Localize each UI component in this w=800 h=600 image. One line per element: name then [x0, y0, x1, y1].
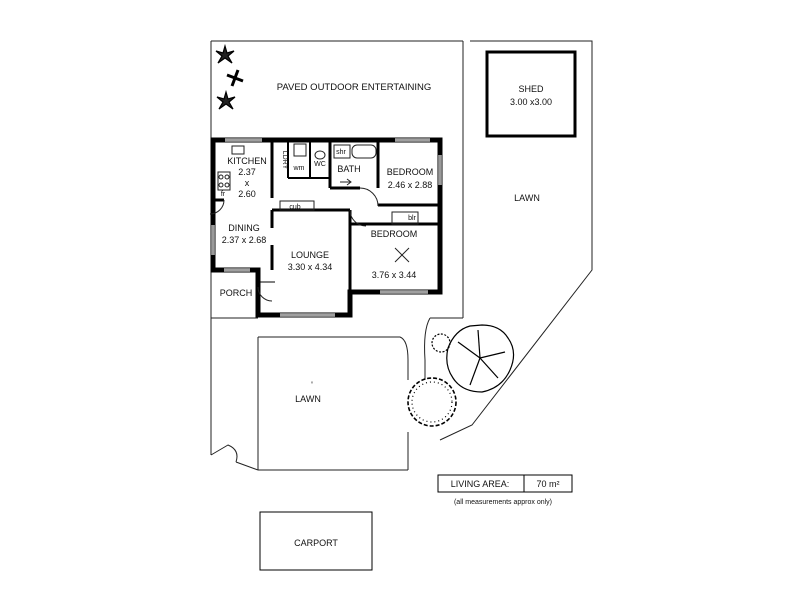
bath-label: BATH	[337, 164, 360, 174]
house	[209, 137, 443, 318]
lawn-tick: '	[311, 380, 313, 390]
bedroom2-dimensions: 3.76 x 3.44	[372, 270, 417, 280]
kitchen-label: KITCHEN	[227, 156, 267, 166]
lounge-dimensions: 3.30 x 4.34	[288, 262, 333, 272]
shed: SHED 3.00 x3.00	[485, 50, 577, 138]
dining-label: DINING	[228, 223, 260, 233]
paved-area-label: PAVED OUTDOOR ENTERTAINING	[277, 82, 431, 93]
tree-icon	[407, 377, 457, 427]
shed-label: SHED	[518, 84, 544, 94]
bedroom1-label: BEDROOM	[387, 167, 434, 177]
shed-dimensions: 3.00 x3.00	[510, 97, 552, 107]
measurement-note: (all measurements approx only)	[454, 499, 552, 506]
plant-icons	[215, 43, 244, 110]
carport-label: CARPORT	[294, 538, 338, 548]
robe-label: blr	[408, 215, 416, 222]
washing-machine-label: wm	[293, 165, 305, 172]
bedroom2-label: BEDROOM	[371, 229, 418, 239]
tree-icon	[446, 324, 515, 393]
bedroom1-dimensions: 2.46 x 2.88	[388, 180, 433, 190]
living-area-label: LIVING AREA:	[451, 479, 510, 489]
cupboard-label: cub	[289, 204, 300, 211]
carport: CARPORT	[259, 511, 373, 571]
dining-dimensions: 2.37 x 2.68	[222, 235, 267, 245]
site-boundary	[210, 40, 593, 471]
plant-icon	[216, 89, 236, 110]
plant-icon	[226, 69, 244, 87]
kitchen-width: 2.37	[238, 167, 256, 177]
laundry-label: LDRY	[281, 151, 288, 170]
shower-label: shr	[336, 149, 346, 156]
living-area-box: LIVING AREA: 70 m² (all measurements app…	[437, 474, 573, 506]
porch-label: PORCH	[220, 288, 253, 298]
lounge-label: LOUNGE	[291, 250, 329, 260]
kitchen-height: 2.60	[238, 189, 256, 199]
lawn-right-label: LAWN	[514, 193, 540, 203]
room-labels: KITCHEN 2.37 x 2.60 fr LDRY wm WC shr BA…	[220, 149, 434, 298]
plant-icon	[215, 43, 235, 64]
tree-icon	[431, 333, 451, 353]
kitchen-x: x	[245, 178, 250, 188]
fridge-label: fr	[221, 191, 226, 198]
living-area-value: 70 m²	[536, 479, 559, 489]
tree-icons	[407, 324, 515, 427]
lawn-left-label: LAWN	[295, 394, 321, 404]
wc-label: WC	[314, 161, 326, 168]
